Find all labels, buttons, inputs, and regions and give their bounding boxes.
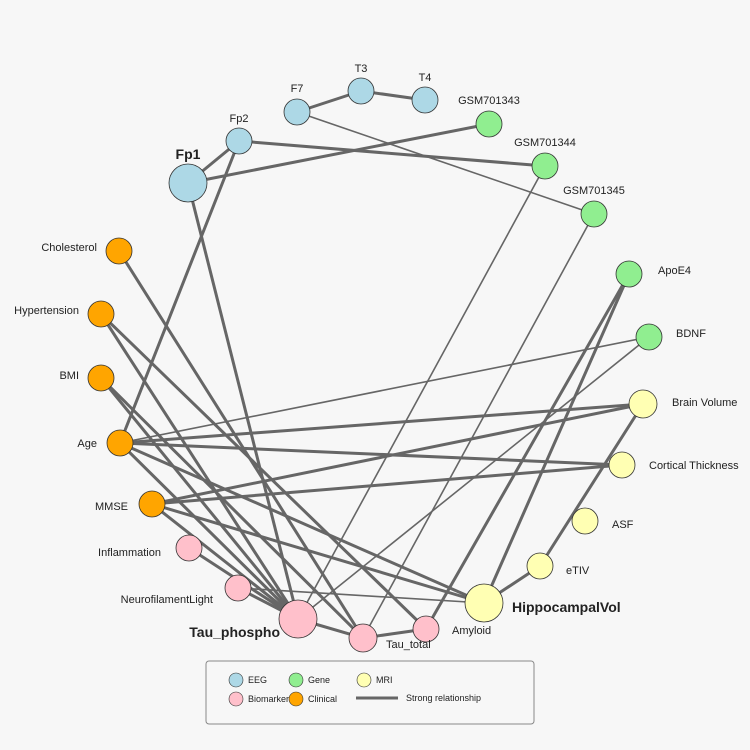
edge-hippocampal-vol-age [118, 441, 486, 605]
node-brain-volume[interactable] [628, 389, 658, 419]
node-gsm701343[interactable] [475, 110, 503, 138]
edge-fp1-gsm701343 [186, 122, 491, 185]
legend: EEG Gene MRI Biomarker Clinical Strong r… [205, 660, 535, 725]
edge-layer [99, 89, 650, 640]
legend-label-mri: MRI [376, 675, 393, 685]
node-label-neurofilament-light: NeurofilamentLight [121, 594, 213, 606]
node-neurofilament-light[interactable] [224, 574, 252, 602]
node-bmi[interactable] [87, 364, 115, 392]
node-label-gsm701345: GSM701345 [563, 185, 625, 197]
node-mmse[interactable] [138, 490, 166, 518]
legend-swatch-mri [356, 672, 372, 688]
node-t3[interactable] [347, 77, 375, 105]
legend-swatch-gene [288, 672, 304, 688]
node-amyloid[interactable] [412, 615, 440, 643]
legend-label-clinical: Clinical [308, 694, 337, 704]
edge-fp2-age [118, 139, 241, 445]
node-cortical-thickness[interactable] [608, 451, 636, 479]
node-label-brain-volume: Brain Volume [672, 397, 737, 409]
edge-cortical-thickness-mmse [150, 463, 624, 506]
node-label-f7: F7 [291, 83, 304, 95]
node-t4[interactable] [411, 86, 439, 114]
node-label-asf: ASF [612, 519, 634, 531]
node-label-inflammation: Inflammation [98, 547, 161, 559]
node-label-t3: T3 [355, 63, 368, 75]
node-label-tau-phospho: Tau_phospho [189, 624, 280, 640]
edge-age-tau-phospho [118, 441, 300, 621]
legend-label-biomarker: Biomarker [248, 694, 289, 704]
legend-swatch-clinical [288, 691, 304, 707]
node-label-e-tiv: eTIV [566, 565, 590, 577]
node-gsm701344[interactable] [531, 152, 559, 180]
edge-cholesterol-tau-total [117, 249, 365, 640]
node-hypertension[interactable] [87, 300, 115, 328]
node-tau-total[interactable] [348, 623, 378, 653]
edge-fp1-tau-phospho [186, 181, 300, 621]
node-label-fp1: Fp1 [176, 146, 201, 162]
node-asf[interactable] [571, 507, 599, 535]
edge-brain-volume-age [118, 402, 645, 445]
node-label-t4: T4 [419, 72, 432, 84]
edge-mmse-tau-phospho [150, 502, 300, 621]
edge-cortical-thickness-age [118, 441, 624, 467]
edge-hippocampal-vol-mmse [150, 502, 486, 605]
node-label-amyloid: Amyloid [452, 625, 491, 637]
legend-label-eeg: EEG [248, 675, 267, 685]
node-age[interactable] [106, 429, 134, 457]
legend-swatch-biomarker [228, 691, 244, 707]
legend-label-edge: Strong relationship [406, 693, 481, 703]
node-label-cholesterol: Cholesterol [41, 242, 97, 254]
node-label-hypertension: Hypertension [14, 305, 79, 317]
edge-hypertension-tau-phospho [99, 312, 300, 621]
edge-hypertension-amyloid [99, 312, 428, 631]
node-cholesterol[interactable] [105, 237, 133, 265]
edge-gsm701345-tau-total [362, 213, 595, 639]
edge-bmi-tau-total [99, 376, 365, 640]
node-f7[interactable] [283, 98, 311, 126]
label-layer: Fp1 Fp2 F7 T3T4GSM701343GSM701344GSM701345A… [14, 63, 739, 651]
node-bdnf[interactable] [635, 323, 663, 351]
node-label-bmi: BMI [59, 370, 79, 382]
edge-bdnf-age [119, 336, 650, 444]
edge-bmi-tau-phospho [99, 376, 300, 621]
edge-fp2-gsm701344 [237, 139, 547, 168]
node-hippocampal-vol[interactable] [464, 583, 504, 623]
node-inflammation[interactable] [175, 534, 203, 562]
legend-box [205, 660, 535, 725]
node-label-gsm701344: GSM701344 [514, 137, 576, 149]
node-label-age: Age [77, 438, 97, 450]
legend-swatch-eeg [228, 672, 244, 688]
legend-label-gene: Gene [308, 675, 330, 685]
node-gsm701345[interactable] [580, 200, 608, 228]
node-label-apo-e4: ApoE4 [658, 265, 691, 277]
edge-f7-gsm701345 [296, 111, 595, 215]
node-label-mmse: MMSE [95, 501, 128, 513]
node-e-tiv[interactable] [526, 552, 554, 580]
node-label-tau-total: Tau_total [386, 639, 431, 651]
edge-brain-volume-e-tiv [538, 402, 645, 568]
node-label-gsm701343: GSM701343 [458, 95, 520, 107]
node-fp1[interactable] [168, 163, 208, 203]
node-label-hippocampal-vol: HippocampalVol [512, 599, 621, 615]
edge-apo-e4-hippocampal-vol [482, 272, 631, 605]
node-apo-e4[interactable] [615, 260, 643, 288]
edge-apo-e4-amyloid [424, 272, 631, 631]
node-label-bdnf: BDNF [676, 328, 706, 340]
node-fp2[interactable] [225, 127, 253, 155]
node-label-fp2: Fp2 [230, 113, 249, 125]
node-label-cortical-thickness: Cortical Thickness [649, 460, 739, 472]
node-layer [87, 77, 663, 653]
node-tau-phospho[interactable] [278, 599, 318, 639]
